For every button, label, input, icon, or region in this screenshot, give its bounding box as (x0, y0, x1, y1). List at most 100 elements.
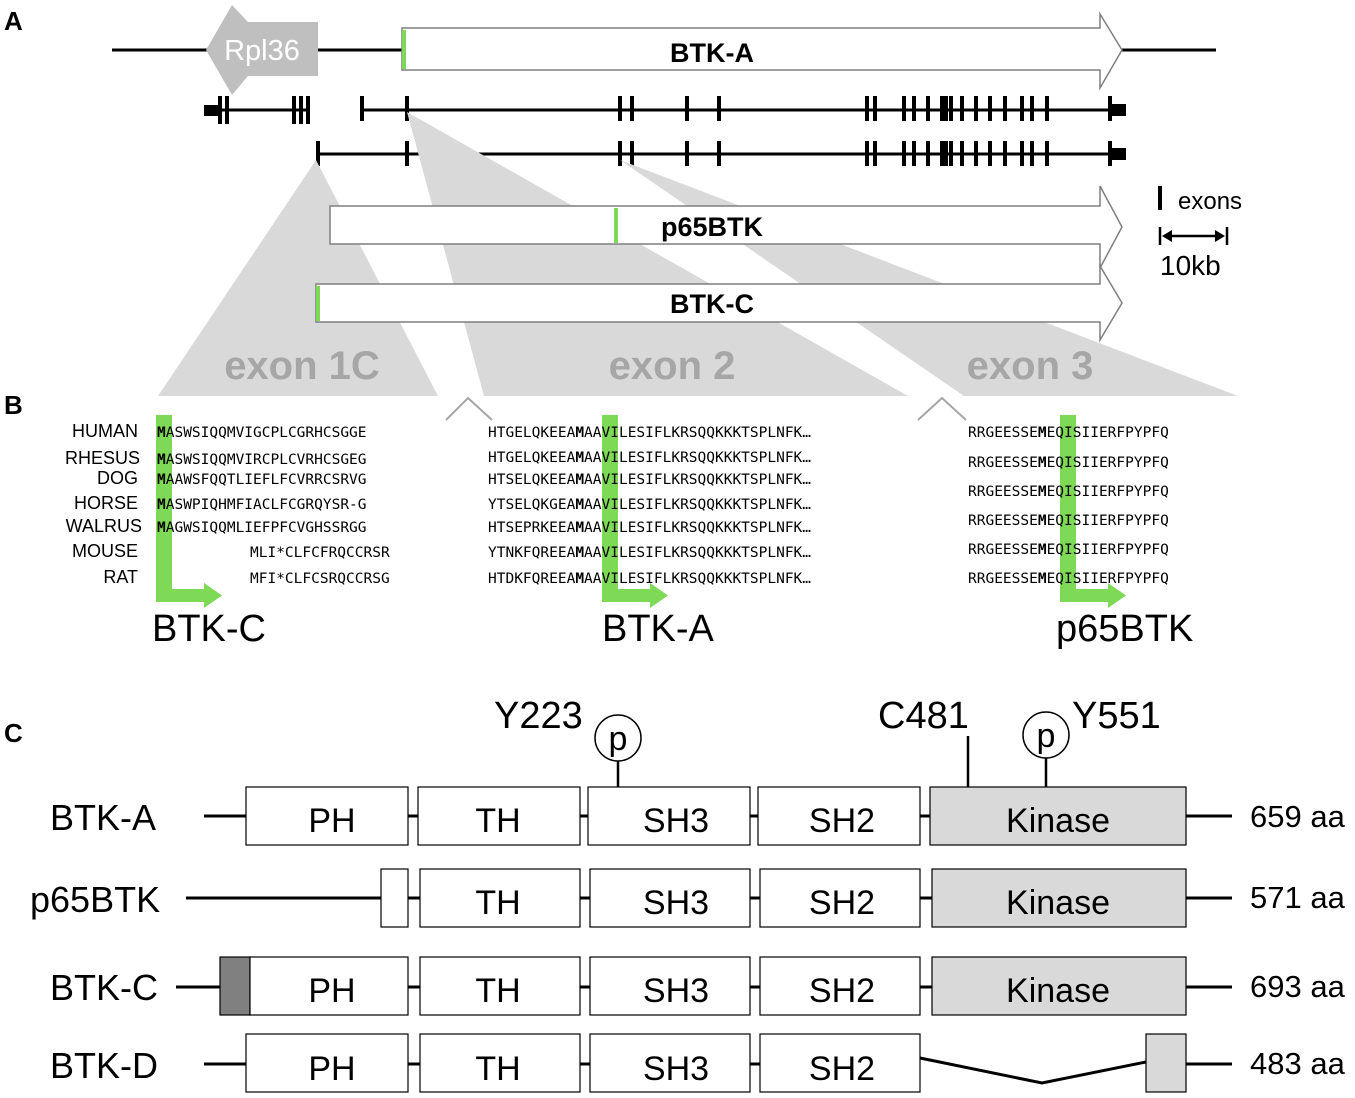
btka-start-marker (402, 30, 406, 69)
domain-th: TH (475, 972, 520, 1010)
sequence-row: HTGELQKEEAMAAVILESIFLKRSQQKKKTSPLNFK… (488, 450, 811, 466)
domain-th: TH (475, 802, 520, 840)
start-label-btkc: BTK-C (152, 608, 266, 650)
btka-transcript-arrow (401, 11, 1123, 91)
btkd-kinase-fragment (1145, 1033, 1187, 1093)
species-labels: HUMAN RHESUS DOG HORSE WALRUS MOUSE RAT (65, 421, 142, 587)
p65btk-start-arrow (1060, 415, 1126, 608)
sequence-row: MASWSIQQMVIGCPLCGRHCSGGE (157, 425, 367, 441)
exon3-sequences: RRGEESSEMEQISIIERFPYPFQ RRGEESSEMEQISIIE… (968, 425, 1169, 587)
sequence-row: MLI*CLFCFRQCCRSR (250, 545, 390, 561)
domain-kinase: Kinase (1006, 972, 1110, 1010)
row-name: BTK-D (50, 1045, 158, 1086)
y223-phospho-icon (594, 714, 642, 762)
sequence-row: YTNKFQREEAMAAVILESIFLKRSQQKKKTSPLNFK… (488, 545, 811, 561)
sequence-row: HTGELQKEEAMAAVILESIFLKRSQQKKKTSPLNFK… (488, 425, 811, 441)
row-name: p65BTK (30, 879, 160, 920)
rpl36-arrow (206, 5, 318, 95)
legend-exons-label: exons (1178, 188, 1242, 215)
legend-scale-label: 10kb (1160, 250, 1221, 281)
domain-sh2: SH2 (809, 802, 875, 840)
p65btk-transcript-label: p65BTK (661, 212, 764, 242)
btkd-splice-gap (919, 1056, 1147, 1085)
exon1c-zoom-wedge (158, 160, 438, 396)
sequence-row: HTSEPRKEEAMAAVILESIFLKRSQQKKKTSPLNFK… (488, 520, 811, 536)
btkc-transcript-label: BTK-C (670, 289, 754, 319)
row-length: 693 aa (1250, 969, 1346, 1004)
sequence-row: RRGEESSEMEQISIIERFPYPFQ (968, 571, 1169, 587)
species-label: RAT (103, 567, 138, 587)
exon-structure-1 (204, 96, 1126, 124)
protein-row-p65btk: p65BTK TH SH3 SH2 Kinase 571 aa (30, 868, 1346, 928)
y551-phospho-icon (1022, 711, 1070, 759)
sequence-row: MAAWSFQQTLIEFLFCVRRCSRVG (157, 472, 367, 488)
protein-row-btka: BTK-A PH TH SH3 SH2 Kinase 659 aa (50, 786, 1346, 846)
btkc-start-marker (316, 286, 320, 321)
domain-sh2: SH2 (809, 884, 875, 922)
sequence-row: RRGEESSEMEQISIIERFPYPFQ (968, 513, 1169, 529)
start-label-btka: BTK-A (602, 608, 715, 650)
splice-junction-2 (917, 396, 967, 421)
sequence-row: RRGEESSEMEQISIIERFPYPFQ (968, 484, 1169, 500)
domain-sh3: SH3 (643, 884, 709, 922)
species-label: DOG (97, 468, 138, 488)
sequence-row: RRGEESSEMEQISIIERFPYPFQ (968, 425, 1169, 441)
exon2-zoom-wedge (407, 112, 908, 396)
exon-2-label: exon 2 (609, 344, 736, 388)
exon2-sequences: HTGELQKEEAMAAVILESIFLKRSQQKKKTSPLNFK… HT… (488, 425, 811, 587)
panel-label-b: B (4, 390, 23, 420)
sequence-row: MASWPIQHMFIACLFCGRQYSR-G (157, 497, 367, 513)
sequence-row: HTSELQKEEAMAAVILESIFLKRSQQKKKTSPLNFK… (488, 472, 811, 488)
species-label: RHESUS (65, 448, 140, 468)
p65btk-start-marker (614, 208, 618, 243)
sequence-row: HTDKFQREEAMAAVILESIFLKRSQQKKKTSPLNFK… (488, 571, 811, 587)
domain-sh2: SH2 (809, 972, 875, 1010)
row-name: BTK-C (50, 967, 158, 1008)
btkc-extension-block (219, 956, 251, 1016)
domain-sh3: SH3 (643, 972, 709, 1010)
c481-label: C481 (878, 695, 969, 737)
species-label: MOUSE (72, 541, 138, 561)
domain-sh3: SH3 (643, 1050, 709, 1088)
sequence-row: YTSELQKGEAMAAVILESIFLKRSQQKKKTSPLNFK… (488, 497, 811, 513)
domain-ph: PH (308, 1050, 355, 1088)
sequence-row: MAGWSIQQMLIEFPFCVGHSSRGG (157, 520, 367, 536)
domain-ph: PH (308, 972, 355, 1010)
domain-ph: PH (308, 802, 355, 840)
btka-transcript-label: BTK-A (670, 38, 754, 68)
p65btk-transcript-arrow (329, 185, 1123, 269)
row-length: 483 aa (1250, 1046, 1346, 1081)
splice-junction-1 (445, 396, 493, 421)
sequence-row: RRGEESSEMEQISIIERFPYPFQ (968, 455, 1169, 471)
y551-label: Y551 (1072, 695, 1161, 737)
domain-sh3: SH3 (643, 802, 709, 840)
domain-th: TH (475, 884, 520, 922)
sequence-row: MASWSIQQMVIRCPLCVRHCSGEG (157, 452, 367, 468)
y223-label: Y223 (494, 695, 583, 737)
scale-bar (1158, 227, 1229, 245)
species-label: WALRUS (66, 516, 142, 536)
species-label: HUMAN (72, 421, 138, 441)
domain-kinase: Kinase (1006, 802, 1110, 840)
y551-p-label: p (1037, 717, 1056, 755)
protein-row-btkc: BTK-C PH TH SH3 SH2 Kinase 693 aa (50, 956, 1346, 1016)
protein-row-btkd: BTK-D PH TH SH3 SH2 483 aa (50, 1033, 1346, 1093)
exon1c-sequences: MASWSIQQMVIGCPLCGRHCSGGE MASWSIQQMVIRCPL… (157, 425, 390, 587)
exon-3-label: exon 3 (967, 344, 1094, 388)
domain-sh2: SH2 (809, 1050, 875, 1088)
exon-1c-label: exon 1C (224, 344, 380, 388)
start-label-p65btk: p65BTK (1056, 608, 1193, 650)
species-label: HORSE (74, 493, 138, 513)
btkc-transcript-arrow (315, 263, 1123, 343)
sequence-row: RRGEESSEMEQISIIERFPYPFQ (968, 542, 1169, 558)
row-length: 571 aa (1250, 880, 1346, 915)
sequence-row: MFI*CLFCSRQCCRSG (250, 571, 390, 587)
rpl36-label: Rpl36 (224, 35, 300, 67)
y223-p-label: p (609, 720, 628, 758)
domain-kinase: Kinase (1006, 884, 1110, 922)
panel-label-a: A (4, 6, 23, 36)
legend-exon-mark (1158, 186, 1162, 210)
btkc-start-arrow (156, 415, 222, 608)
row-name: BTK-A (50, 797, 156, 838)
